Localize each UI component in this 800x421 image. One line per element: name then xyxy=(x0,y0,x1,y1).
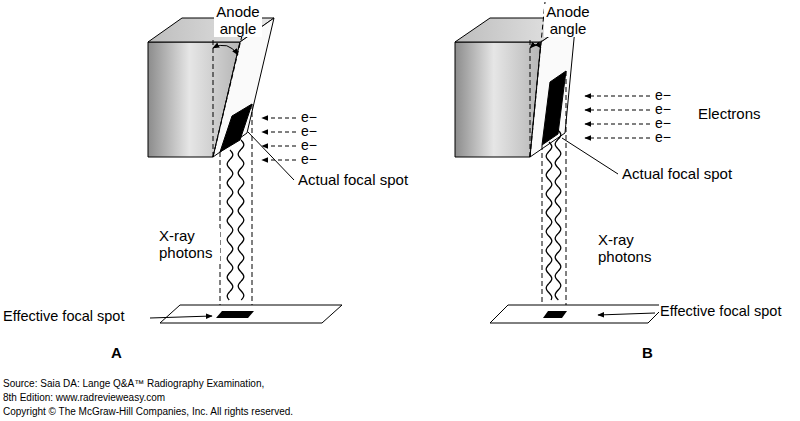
film-plate-a xyxy=(160,305,342,323)
electron-symbol: e− xyxy=(300,152,318,167)
beam-lines-a xyxy=(220,104,252,313)
part-label: X-ray photons xyxy=(158,228,220,261)
part-label: Actual focal spot xyxy=(297,172,409,189)
leader-arrow xyxy=(150,316,212,318)
anode-block-a xyxy=(148,18,274,157)
anode-angle-label: Anode angle xyxy=(544,4,592,37)
beam-lines-b xyxy=(542,71,566,313)
source-note: 8th Edition: www.radreviewеasy.com xyxy=(2,392,166,403)
anode-angle-lines-b xyxy=(530,2,545,157)
part-label: Actual focal spot xyxy=(621,166,733,183)
photon-waves xyxy=(227,130,561,300)
photon-wave xyxy=(227,150,233,300)
panel-letter: B xyxy=(641,345,654,362)
photon-wave xyxy=(238,140,244,300)
film-plate-b xyxy=(490,305,666,323)
part-label: Effective focal spot xyxy=(2,309,125,325)
photon-wave xyxy=(555,130,561,300)
photon-wave xyxy=(546,142,552,300)
electron-arrows-a xyxy=(262,118,296,160)
source-note: Source: Saia DA: Lange Q&A™ Radiography … xyxy=(2,378,265,389)
electron-arrows-b xyxy=(585,96,650,138)
leader-line xyxy=(562,138,618,174)
part-label: Electrons xyxy=(697,106,762,123)
anode-block-b xyxy=(455,18,576,157)
leader-line xyxy=(248,132,294,180)
part-label: X-ray photons xyxy=(597,232,659,265)
leader-arrow xyxy=(598,313,655,315)
copyright-note: Copyright © The McGraw-Hill Companies, I… xyxy=(2,406,294,417)
panel-letter: A xyxy=(110,345,123,362)
anode-angle-label: Anode angle xyxy=(214,4,262,37)
electron-symbol: e− xyxy=(654,130,672,145)
part-label: Effective focal spot xyxy=(659,304,782,320)
